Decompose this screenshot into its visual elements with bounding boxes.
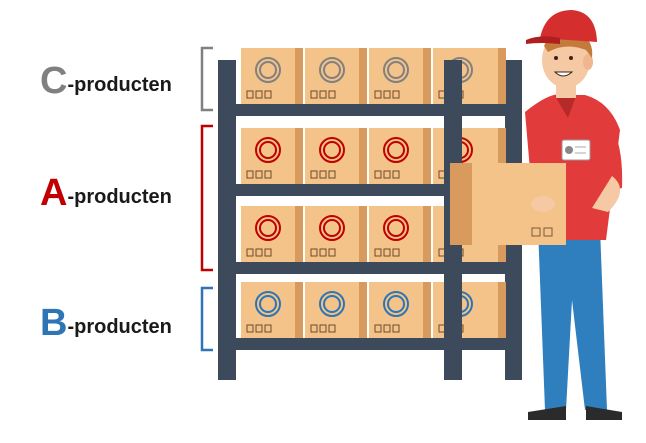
fragile-glass-icon [246,248,272,257]
circle-mark-icon [255,215,281,241]
bracket-a [200,124,213,272]
label-c-producten: C-producten [40,60,172,103]
suffix-c: -producten [67,74,172,96]
letter-b: B [40,302,68,344]
shelf-box [241,128,303,184]
shelf-box [369,128,431,184]
fragile-glass-icon [310,170,336,179]
suffix-b: -producten [67,316,172,338]
circle-mark-icon [255,137,281,163]
circle-mark-icon [383,291,409,317]
shelf-box [305,206,367,262]
shelf-box [480,48,506,104]
shelf-box [480,282,506,338]
label-b-producten: B-producten [40,302,172,345]
circle-mark-icon [383,57,409,83]
shelf-box [369,48,431,104]
bracket-b [200,286,213,352]
circle-mark-icon [255,57,281,83]
circle-mark-icon [383,137,409,163]
circle-mark-icon [319,291,345,317]
circle-mark-icon [319,57,345,83]
fragile-glass-icon [246,324,272,333]
fragile-glass-icon [374,90,400,99]
fragile-glass-icon [310,324,336,333]
circle-mark-icon [319,137,345,163]
letter-a: A [40,172,68,214]
circle-mark-icon [319,215,345,241]
bracket-c [200,46,213,112]
fragile-glass-icon [374,170,400,179]
circle-mark-icon [383,215,409,241]
warehouse-worker [450,10,623,420]
fragile-glass-icon [310,248,336,257]
rack-front-post-left [218,60,236,380]
shelf-box [369,206,431,262]
fragile-glass-icon [246,170,272,179]
shelf-box [241,206,303,262]
shelf-box [369,282,431,338]
suffix-a: -producten [67,186,172,208]
letter-c: C [40,60,68,102]
fragile-glass-icon [374,324,400,333]
shelf-box [305,282,367,338]
fragile-glass-icon [246,90,272,99]
shelf-box [305,128,367,184]
fragile-glass-icon [374,248,400,257]
shelf-box [305,48,367,104]
circle-mark-icon [255,291,281,317]
label-a-producten: A-producten [40,172,172,215]
shelf-box [241,48,303,104]
shelf-box [241,282,303,338]
fragile-glass-icon [310,90,336,99]
